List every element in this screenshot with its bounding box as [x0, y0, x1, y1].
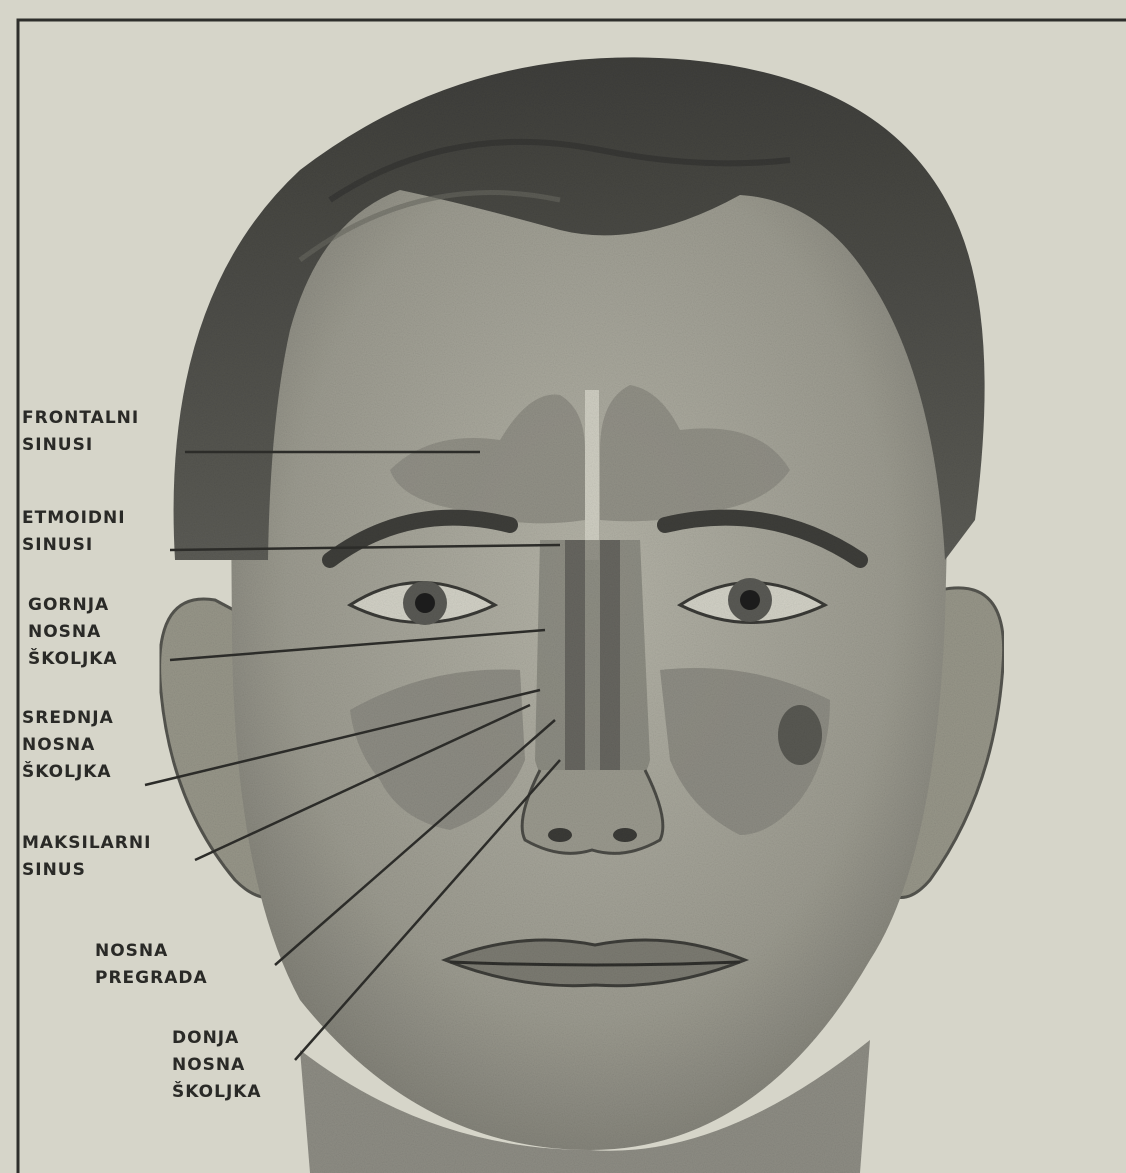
label-gornja-nosna-skoljka: GORNJA NOSNA ŠKOLJKA: [28, 592, 118, 673]
label-maksilarni-sinus: MAKSILARNI SINUS: [22, 830, 151, 884]
label-frontalni-sinusi: FRONTALNI SINUSI: [22, 405, 139, 459]
nasal-septum: [585, 390, 599, 560]
label-nosna-pregrada: NOSNA PREGRADA: [95, 938, 208, 992]
label-donja-nosna-skoljka: DONJA NOSNA ŠKOLJKA: [172, 1025, 262, 1106]
nasal-cavity: [535, 540, 650, 805]
label-etmoidni-sinusi: ETMOIDNI SINUSI: [22, 505, 126, 559]
label-srednja-nosna-skoljka: SREDNJA NOSNA ŠKOLJKA: [22, 705, 114, 786]
